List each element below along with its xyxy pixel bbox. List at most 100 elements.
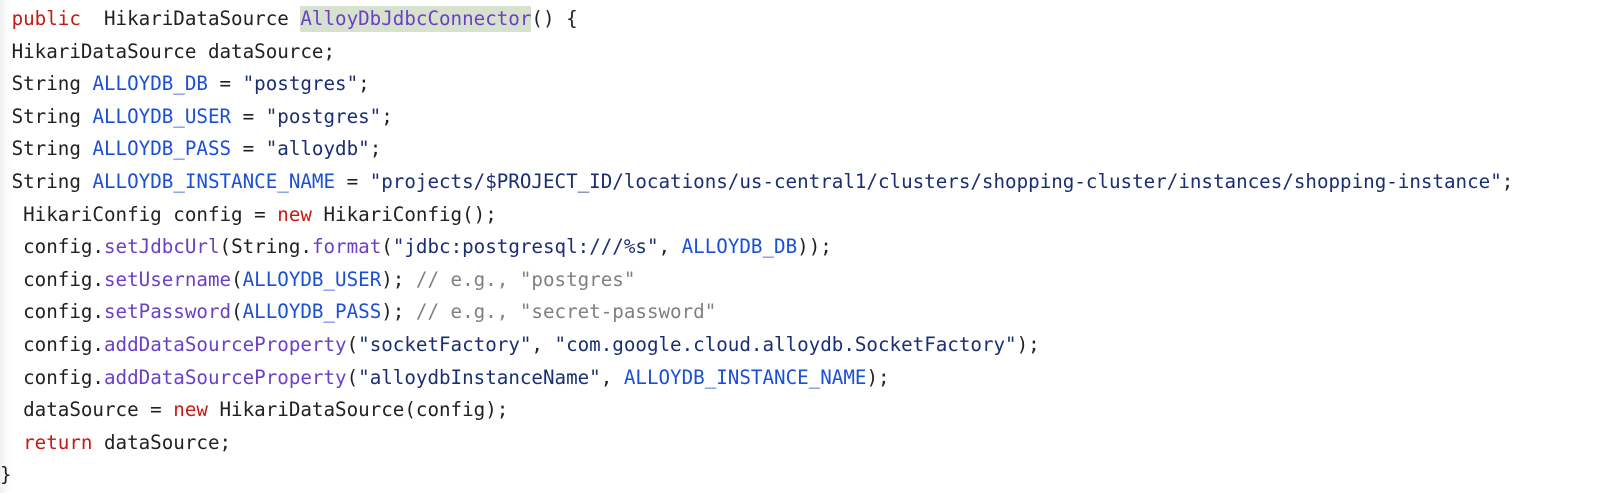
token-method: setPassword	[103, 300, 232, 324]
token-plain: );	[1016, 332, 1040, 356]
token-plain: HikariConfig();	[311, 202, 497, 226]
token-constant: ALLOYDB_USER	[92, 104, 232, 128]
token-plain: ;	[1501, 169, 1514, 193]
token-plain: String	[11, 72, 93, 96]
token-constant: ALLOYDB_USER	[242, 267, 382, 291]
token-constant: ALLOYDB_PASS	[92, 137, 232, 161]
token-plain: );	[866, 365, 890, 389]
token-comment: // e.g., "postgres"	[415, 267, 636, 291]
code-line: config.setPassword(ALLOYDB_PASS); // e.g…	[0, 296, 1600, 329]
code-line: dataSource = new HikariDataSource(config…	[0, 394, 1600, 427]
token-string: "alloydb"	[265, 137, 370, 161]
line-indent	[0, 40, 12, 63]
token-string: "projects/$PROJECT_ID/locations/us-centr…	[369, 169, 1502, 193]
token-plain: HikariConfig config =	[23, 202, 278, 226]
token-plain: HikariDataSource(config);	[207, 398, 509, 422]
token-plain: ;	[381, 104, 393, 128]
token-plain: config.	[23, 235, 104, 259]
token-plain: =	[231, 104, 266, 128]
code-line: String ALLOYDB_INSTANCE_NAME = "projects…	[0, 166, 1600, 199]
token-string: "postgres"	[242, 72, 359, 96]
token-plain: (	[381, 235, 393, 259]
token-plain: }	[0, 463, 12, 487]
token-plain: ,	[531, 332, 555, 356]
token-keyword: new	[277, 202, 312, 226]
code-line: config.setJdbcUrl(String.format("jdbc:po…	[0, 231, 1600, 264]
token-plain: ,	[658, 235, 682, 259]
token-plain: HikariDataSource dataSource;	[11, 39, 336, 63]
token-plain	[81, 7, 104, 30]
token-plain: );	[381, 300, 416, 324]
token-method: format	[311, 235, 382, 259]
token-plain: config.	[23, 332, 104, 356]
line-indent	[0, 366, 23, 389]
code-line: return dataSource;	[0, 427, 1600, 460]
line-indent	[0, 137, 12, 160]
token-plain: config.	[23, 365, 104, 389]
code-line: config.addDataSourceProperty("alloydbIns…	[0, 362, 1600, 395]
token-plain: ;	[369, 137, 382, 161]
code-line: String ALLOYDB_USER = "postgres";	[0, 101, 1600, 134]
line-indent	[0, 72, 12, 95]
token-plain: HikariDataSource	[103, 7, 301, 30]
token-plain: (	[231, 267, 243, 291]
token-plain: (String.	[219, 235, 312, 259]
token-keyword: return	[23, 430, 93, 454]
token-method: setUsername	[103, 267, 232, 291]
token-plain: (	[346, 332, 359, 356]
token-keyword: public	[11, 7, 81, 30]
token-plain: ,	[600, 365, 624, 389]
token-string: "postgres"	[265, 104, 382, 128]
token-plain: String	[11, 169, 93, 193]
token-plain: =	[207, 72, 243, 96]
line-indent	[0, 235, 23, 258]
token-plain: () {	[531, 7, 578, 30]
token-constant: ALLOYDB_PASS	[242, 300, 382, 324]
token-string: "alloydbInstanceName"	[358, 365, 601, 389]
token-plain: config.	[23, 300, 104, 324]
token-string: "com.google.cloud.alloydb.SocketFactory"	[554, 332, 1017, 356]
token-method: setJdbcUrl	[103, 235, 220, 259]
token-plain: (	[231, 300, 243, 324]
line-indent	[0, 105, 12, 128]
token-plain: );	[381, 267, 416, 291]
code-line: HikariDataSource dataSource;	[0, 36, 1600, 69]
token-plain: ));	[797, 235, 832, 259]
token-string: "socketFactory"	[358, 332, 532, 356]
token-plain: String	[11, 137, 93, 161]
token-constant: ALLOYDB_DB	[92, 72, 208, 96]
token-plain: config.	[23, 267, 104, 291]
line-indent	[0, 7, 12, 30]
line-indent	[0, 300, 23, 323]
code-line: HikariConfig config = new HikariConfig()…	[0, 199, 1600, 232]
code-line: }	[0, 459, 1600, 492]
token-plain: dataSource =	[23, 398, 174, 422]
token-constant: ALLOYDB_INSTANCE_NAME	[623, 365, 867, 389]
highlighted-constructor-name[interactable]: AlloyDbJdbcConnector	[300, 6, 532, 32]
line-indent	[0, 268, 23, 291]
token-plain: (	[346, 365, 359, 389]
token-constant: ALLOYDB_DB	[681, 235, 798, 259]
code-line: String ALLOYDB_DB = "postgres";	[0, 68, 1600, 101]
token-method: addDataSourceProperty	[103, 365, 347, 389]
code-line: String ALLOYDB_PASS = "alloydb";	[0, 133, 1600, 166]
code-line: config.addDataSourceProperty("socketFact…	[0, 329, 1600, 362]
token-plain: =	[231, 137, 266, 161]
token-plain: =	[335, 169, 370, 193]
token-plain: String	[11, 104, 93, 128]
line-indent	[0, 431, 23, 454]
token-comment: // e.g., "secret-password"	[415, 300, 717, 324]
line-indent	[0, 333, 23, 356]
token-keyword: new	[173, 398, 208, 422]
token-plain: ;	[358, 72, 370, 96]
token-method: addDataSourceProperty	[103, 332, 347, 356]
code-line: config.setUsername(ALLOYDB_USER); // e.g…	[0, 264, 1600, 297]
line-indent	[0, 398, 23, 421]
code-line: public HikariDataSource AlloyDbJdbcConne…	[0, 3, 1600, 36]
token-constant: ALLOYDB_INSTANCE_NAME	[92, 169, 336, 193]
token-string: "jdbc:postgresql:///%s"	[392, 235, 659, 259]
token-plain: dataSource;	[92, 430, 232, 454]
line-indent	[0, 203, 23, 226]
